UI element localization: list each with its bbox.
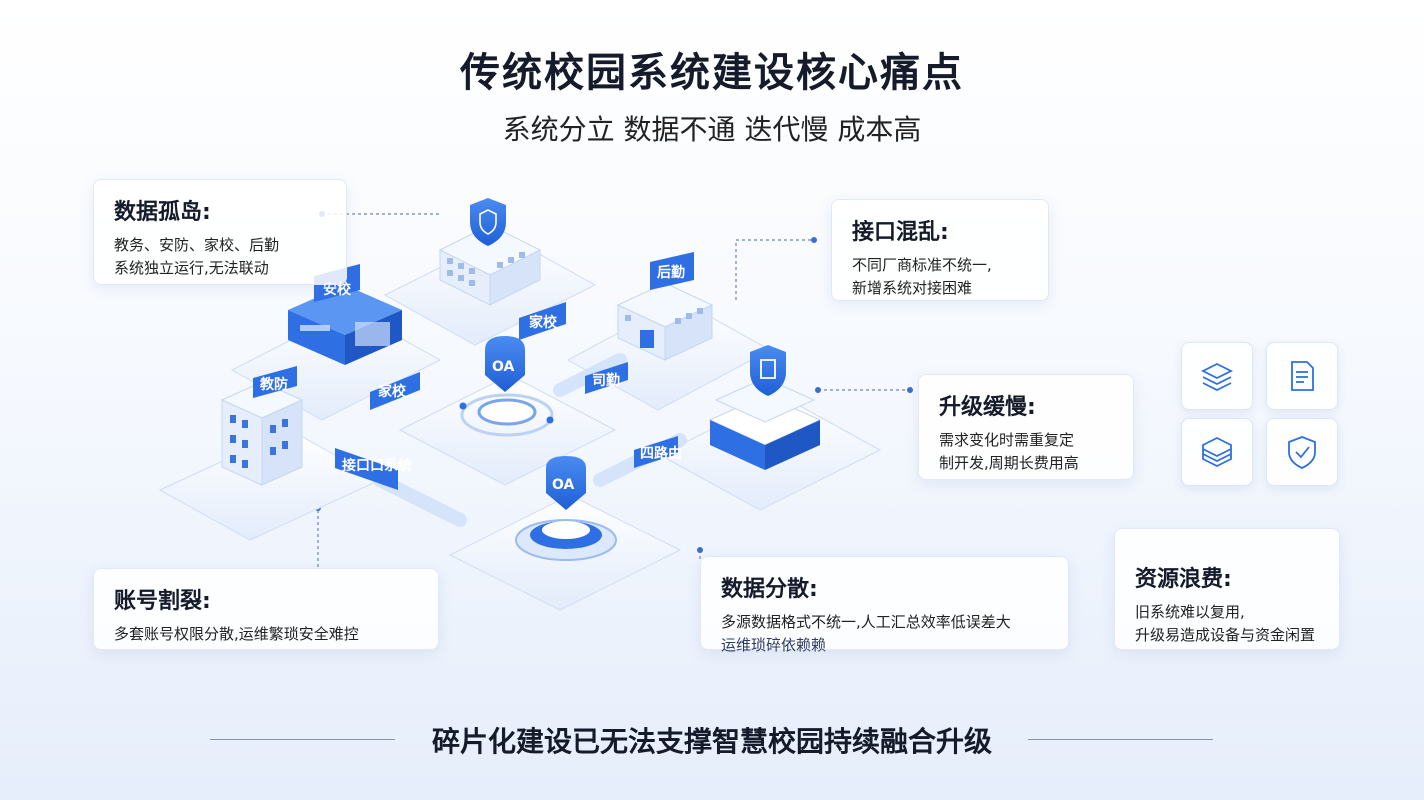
card-title: 账号割裂:	[114, 589, 211, 614]
page-subtitle: 系统分立 数据不通 迭代慢 成本高	[502, 113, 922, 146]
footer-statement: 碎片化建设已无法支撑智慧校园持续融合升级	[431, 725, 992, 758]
card-line: 制开发,周期长费用高	[939, 454, 1079, 472]
label-security: 安校	[323, 281, 352, 298]
label-affairs: 司勤	[592, 372, 620, 389]
card-resource-waste: 资源浪费: 旧系统难以复用, 升级易造成设备与资金闲置	[1114, 528, 1340, 650]
card-data-scatter: 数据分散: 多源数据格式不统一,人工汇总效率低误差大 运维琐碎依赖赖	[700, 556, 1069, 654]
card-line: 教务、安防、家校、后勤	[114, 236, 280, 254]
stack-icon	[1181, 418, 1253, 486]
footer-divider-left	[210, 739, 395, 740]
card-line: 旧系统难以复用,	[1135, 603, 1245, 621]
building-top	[438, 198, 542, 306]
card-line: 多套账号权限分散,运维繁琐安全难控	[114, 625, 359, 643]
card-line: 系统独立运行,无法联动	[114, 259, 269, 277]
card-line: 运维琐碎依赖赖	[721, 636, 827, 654]
card-title: 数据分散:	[721, 577, 818, 602]
label-oa-bottom: OA	[552, 477, 575, 493]
card-slow-upgrade: 升级缓慢: 需求变化时需重复定 制开发,周期长费用高	[918, 374, 1134, 480]
building-academic	[220, 381, 304, 486]
card-line: 新增系统对接困难	[852, 279, 973, 297]
card-title: 升级缓慢:	[939, 395, 1036, 420]
oa-bottom-hub	[515, 456, 617, 561]
card-line: 不同厂商标准不统一,	[852, 256, 992, 274]
page-title: 传统校园系统建设核心痛点	[460, 50, 964, 96]
label-academic: 教防	[260, 376, 288, 393]
card-account-split: 账号割裂: 多套账号权限分散,运维繁琐安全难控	[93, 568, 439, 650]
layers-icon	[1181, 342, 1253, 410]
card-line: 需求变化时需重复定	[939, 431, 1075, 449]
server-stack	[708, 345, 822, 470]
card-title: 接口混乱:	[852, 220, 949, 245]
label-family-mid: 家校	[378, 383, 407, 400]
label-oa-center: OA	[492, 359, 515, 375]
label-logistics: 后勤	[657, 264, 685, 281]
card-title: 资源浪费:	[1135, 567, 1232, 592]
card-data-island: 数据孤岛: 教务、安防、家校、后勤 系统独立运行,无法联动	[93, 179, 347, 285]
card-title: 数据孤岛:	[114, 200, 211, 225]
label-family-top: 家校	[529, 314, 558, 331]
card-line: 多源数据格式不统一,人工汇总效率低误差大	[721, 613, 1011, 631]
document-icon	[1266, 342, 1338, 410]
oa-center-hub	[459, 336, 554, 437]
footer-divider-right	[1028, 739, 1213, 740]
label-data-badge: 四路由	[640, 445, 682, 462]
card-line: 升级易造成设备与资金闲置	[1135, 626, 1316, 644]
card-interface-chaos: 接口混乱: 不同厂商标准不统一, 新增系统对接困难	[831, 199, 1049, 301]
building-logistics	[616, 282, 714, 361]
label-interface: 接口口系统	[342, 457, 412, 474]
shield-check-icon	[1266, 418, 1338, 486]
